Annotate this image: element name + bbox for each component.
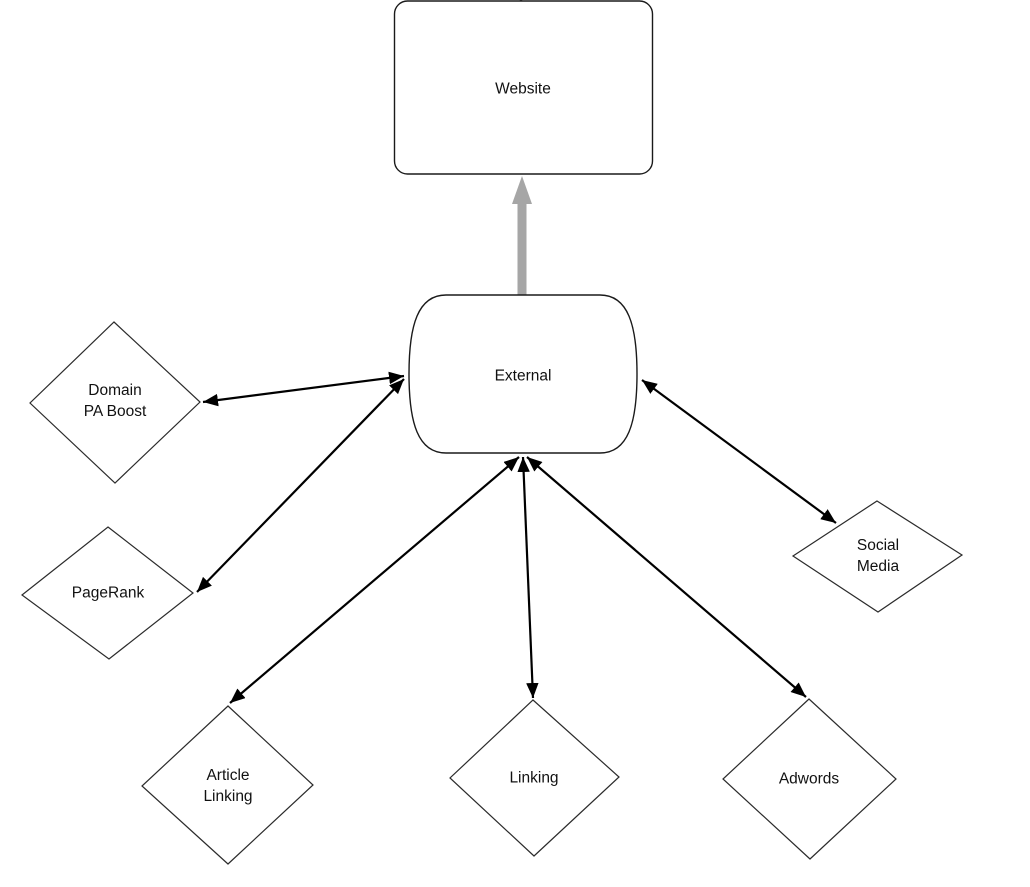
- edge-external-pagerank: [196, 378, 405, 593]
- edge-external-social-media: [641, 379, 837, 524]
- edge-external-adwords: [526, 456, 807, 698]
- node-adwords-shape: [722, 698, 897, 860]
- node-website-shape: [393, 0, 654, 175]
- node-pagerank-shape: [21, 526, 194, 660]
- node-article-linking-shape: [141, 705, 314, 865]
- edge-external-domain-pa-boost: [202, 371, 405, 407]
- node-domain-pa-boost-shape: [29, 321, 201, 484]
- node-external-shape: [408, 294, 638, 454]
- edge-external-linking: [517, 456, 539, 699]
- node-social-media-shape: [791, 500, 964, 613]
- node-linking-shape: [449, 699, 620, 857]
- gray-arrowhead-icon: [512, 176, 532, 204]
- edge-external-article-linking: [229, 456, 520, 704]
